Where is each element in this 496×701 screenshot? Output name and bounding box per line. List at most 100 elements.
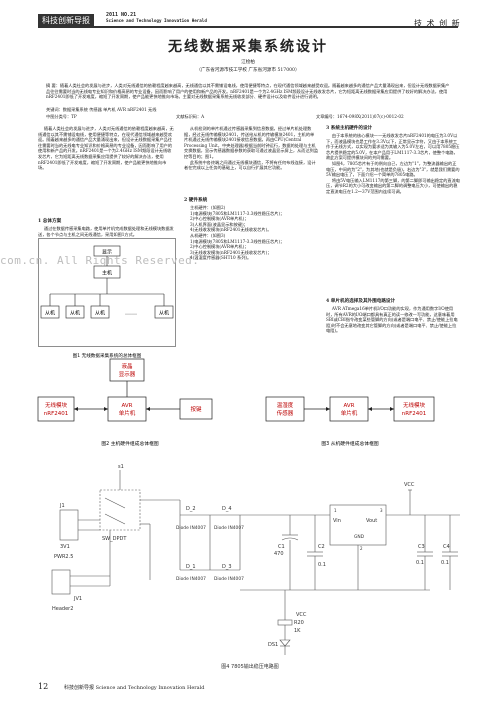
label-r20-value: 1K — [294, 628, 301, 634]
switch-outline — [99, 489, 141, 531]
fig1-display-label: 显示 — [102, 250, 112, 256]
fig1-slave-box — [90, 305, 110, 319]
fig2-lcd-label: 液晶 — [121, 362, 133, 370]
label-pin1: 1 — [334, 508, 337, 513]
clc-number: 中图分类号：TP — [46, 114, 77, 119]
fig3-caption: 图3 从机硬件组成总体框图 — [321, 440, 379, 447]
label-d4: D_4 — [222, 506, 232, 512]
section-2-title: 2 硬件系统 — [184, 198, 208, 203]
fig1-caption: 图1 无线数据采集系统的总体框图 — [73, 352, 142, 359]
hardware-subtitle: 主机硬件：(如图2) — [190, 205, 226, 210]
section-1-title: 1 总体方案 — [38, 219, 62, 224]
label-j1: J1 — [59, 503, 65, 509]
middle-paragraph: 此系统中各终端之间通过无线模块通信，不将有任何布线连接，设计者在完成以上任务的基… — [184, 159, 316, 171]
label-d4-part: Diode IN4007 — [214, 525, 244, 531]
fig2-lcd-line: 液晶 — [121, 362, 133, 370]
issue-number: 2011 NO.21 — [106, 12, 137, 18]
hardware-item: 1)电源模块(7805和LM1117-3.3线性稳压芯片)； — [190, 210, 285, 216]
label-c2-value: 0.1 — [318, 562, 326, 568]
middle-column: 从机检测的单片机通过传感器采集到信息数据，经过单片机处理数据，经过无线传输模块2… — [184, 126, 318, 171]
label-d3-part: Diode IN4007 — [214, 576, 244, 582]
doc-code: 文献标识码：A — [176, 114, 205, 119]
middle-paragraph: 从机检测的单片机通过传感器采集到信息数据，经过单片机处理数据，经过无线传输模块2… — [184, 126, 319, 159]
figure-4-circuit: s1 J1 SW_DPDT 3V1 PWR2.5 JV1 Header2 D_2… — [51, 464, 460, 670]
right-column: 由于本系统的核心模块——无线收发芯片nRF2401的电压为3.0V以下，而液晶模… — [326, 133, 460, 195]
label-ds1: DS1 — [268, 642, 278, 648]
fig3-wireless-label-2: nRF2401 — [402, 411, 426, 417]
hardware-item: 2)中心控制模块(AVR单片机)； — [190, 244, 249, 250]
hardware-item: 1)电源模块(7805和LM1117-3.3线性稳压芯片)； — [190, 238, 285, 244]
fig2-avr-label-2: 单片机 — [119, 409, 136, 417]
label-pin2: 2 — [360, 546, 363, 551]
label-d2-part: Diode IN4007 — [176, 525, 206, 531]
hardware-item: 4)温湿度传感器(SHT10 系列)。 — [190, 255, 252, 261]
section-4-text: AVR ATmega16单片机I/O口功能的实现，作为通用数字I/O使用时，所有… — [326, 306, 458, 334]
label-pwr: PWR2.5 — [54, 554, 73, 560]
footer-journal: 科技创新导报 Science and Technology Innovation… — [64, 685, 205, 691]
fig1-slave-box — [65, 305, 85, 319]
hardware-item: 2)中心控制模块(AVR单片机)； — [190, 216, 249, 222]
fig1-host-label: 主机 — [102, 270, 112, 277]
fig2-avr-label: AVR — [122, 403, 133, 409]
abstract: 摘 要：随着人类社会的发展与进步，人类对无线通信的依赖程度越来越高，无线通信以其… — [46, 83, 450, 100]
fig2-lcd-label-2: 显示器 — [119, 371, 136, 378]
section-1-text: 通过在数据传感采集电路，使用单片机完成数据处理和无线模块数据发送，各个节点与主机… — [38, 226, 174, 237]
label-c1-value: 470 — [274, 551, 284, 557]
fig2-keys-box — [179, 398, 213, 420]
article-number: 文章编号：1674-098X(2011)07(c)-0012-02 — [316, 114, 404, 119]
label-c1: C1 — [278, 544, 285, 550]
hardware-item: 4)无线收发模块(nRF2401无线收发芯片)。 — [190, 227, 272, 233]
left-column-intro: 随着人类社会的发展与进步，人类对无线通信的依赖程度越来越高，无线通信以其不需铺设… — [38, 126, 174, 171]
label-c4-value: 0.1 — [441, 560, 449, 566]
label-c3: C3 — [418, 544, 425, 550]
label-vin: Vin — [333, 518, 341, 524]
jv1-connector — [51, 569, 71, 595]
section-4-text-block: AVR ATmega16单片机I/O口功能的实现，作为通用数字I/O使用时，所有… — [326, 306, 460, 334]
fig3-sensor-label-2: 传感器 — [277, 409, 294, 417]
label-3v1: 3V1 — [60, 544, 70, 550]
fig4-caption: 图4 7805输出稳压电路图 — [221, 663, 279, 670]
label-vcc: VCC — [404, 482, 415, 488]
label-s1: s1 — [118, 464, 124, 470]
fig2-wireless-label: 无线模块 — [45, 401, 68, 409]
fig1-slave-label: 从机 — [159, 310, 169, 317]
label-c2: C2 — [318, 544, 325, 550]
header-rule — [38, 26, 458, 28]
section-3-title: 3 系统主机硬件的设计 — [326, 126, 373, 131]
hardware-item: 3)人机界面(液晶显示和按键)； — [190, 221, 248, 227]
fig2-wireless-label-2: nRF2401 — [44, 411, 68, 417]
label-c3-value: 0.1 — [416, 560, 424, 566]
label-vcc-led: VCC — [296, 612, 307, 618]
label-d2: D_2 — [186, 506, 196, 512]
fig3-avr-box — [329, 396, 369, 422]
fig1-slave-box — [40, 305, 60, 319]
fig3-avr-label: AVR — [344, 403, 355, 409]
journal-badge: 科技创新导报 — [38, 14, 94, 27]
fig2-wireless-box — [37, 396, 75, 422]
label-d3: D_3 — [222, 564, 232, 570]
figure-1-diagram: 显示 主机 从机 从机 从机 从机 …… 图1 无线数据采集系统的总体框图 — [38, 238, 176, 359]
section-2-list: 主机硬件：(如图2) 1)电源模块(7805和LM1117-3.3线性稳压芯片)… — [190, 205, 318, 261]
fig1-slave-box — [154, 305, 174, 319]
label-d1-part: Diode IN4007 — [176, 576, 206, 582]
label-vout: Vout — [366, 518, 377, 524]
fig1-slave-label: 从机 — [45, 310, 55, 317]
section-3-text: 如图4，7805芯片有于的例向自己，左边为"1"，为整流器输出的正电压，中间的为… — [326, 160, 460, 178]
affiliation: （广东省河源市技工学校 广东省河源市 517000） — [196, 68, 300, 73]
label-pin3: 3 — [380, 508, 383, 513]
section-4-title: 4 单片机的选择及其外围电路设计 — [326, 299, 396, 304]
fig1-slave-label: 从机 — [70, 310, 80, 317]
fig1-ellipsis: …… — [125, 310, 137, 317]
fig1-slave-label: 从机 — [95, 310, 105, 317]
label-jv1: JV1 — [73, 596, 82, 602]
j1-connector — [59, 509, 79, 541]
fig2-avr-box — [107, 396, 147, 422]
fig3-wireless-label: 无线模块 — [403, 401, 426, 409]
section-3-text: 由于本系统的核心模块——无线收发芯片nRF2401的电压为3.0V以下，而液晶模… — [326, 133, 460, 161]
hardware-subtitle: 从机硬件：(如图3) — [190, 232, 226, 238]
label-r20: R20 — [294, 620, 304, 626]
figure-2-3-diagrams: 液晶 显示器 无线模块 nRF2401 AVR 单片机 按键 图2 主机硬件组成… — [37, 358, 435, 447]
journal-en: Science and Technology Innovation Herald — [106, 18, 207, 23]
hardware-item: 3)无线收发模块(nRF2401无线收发芯片)； — [190, 249, 272, 255]
page-number: 12 — [38, 682, 49, 691]
